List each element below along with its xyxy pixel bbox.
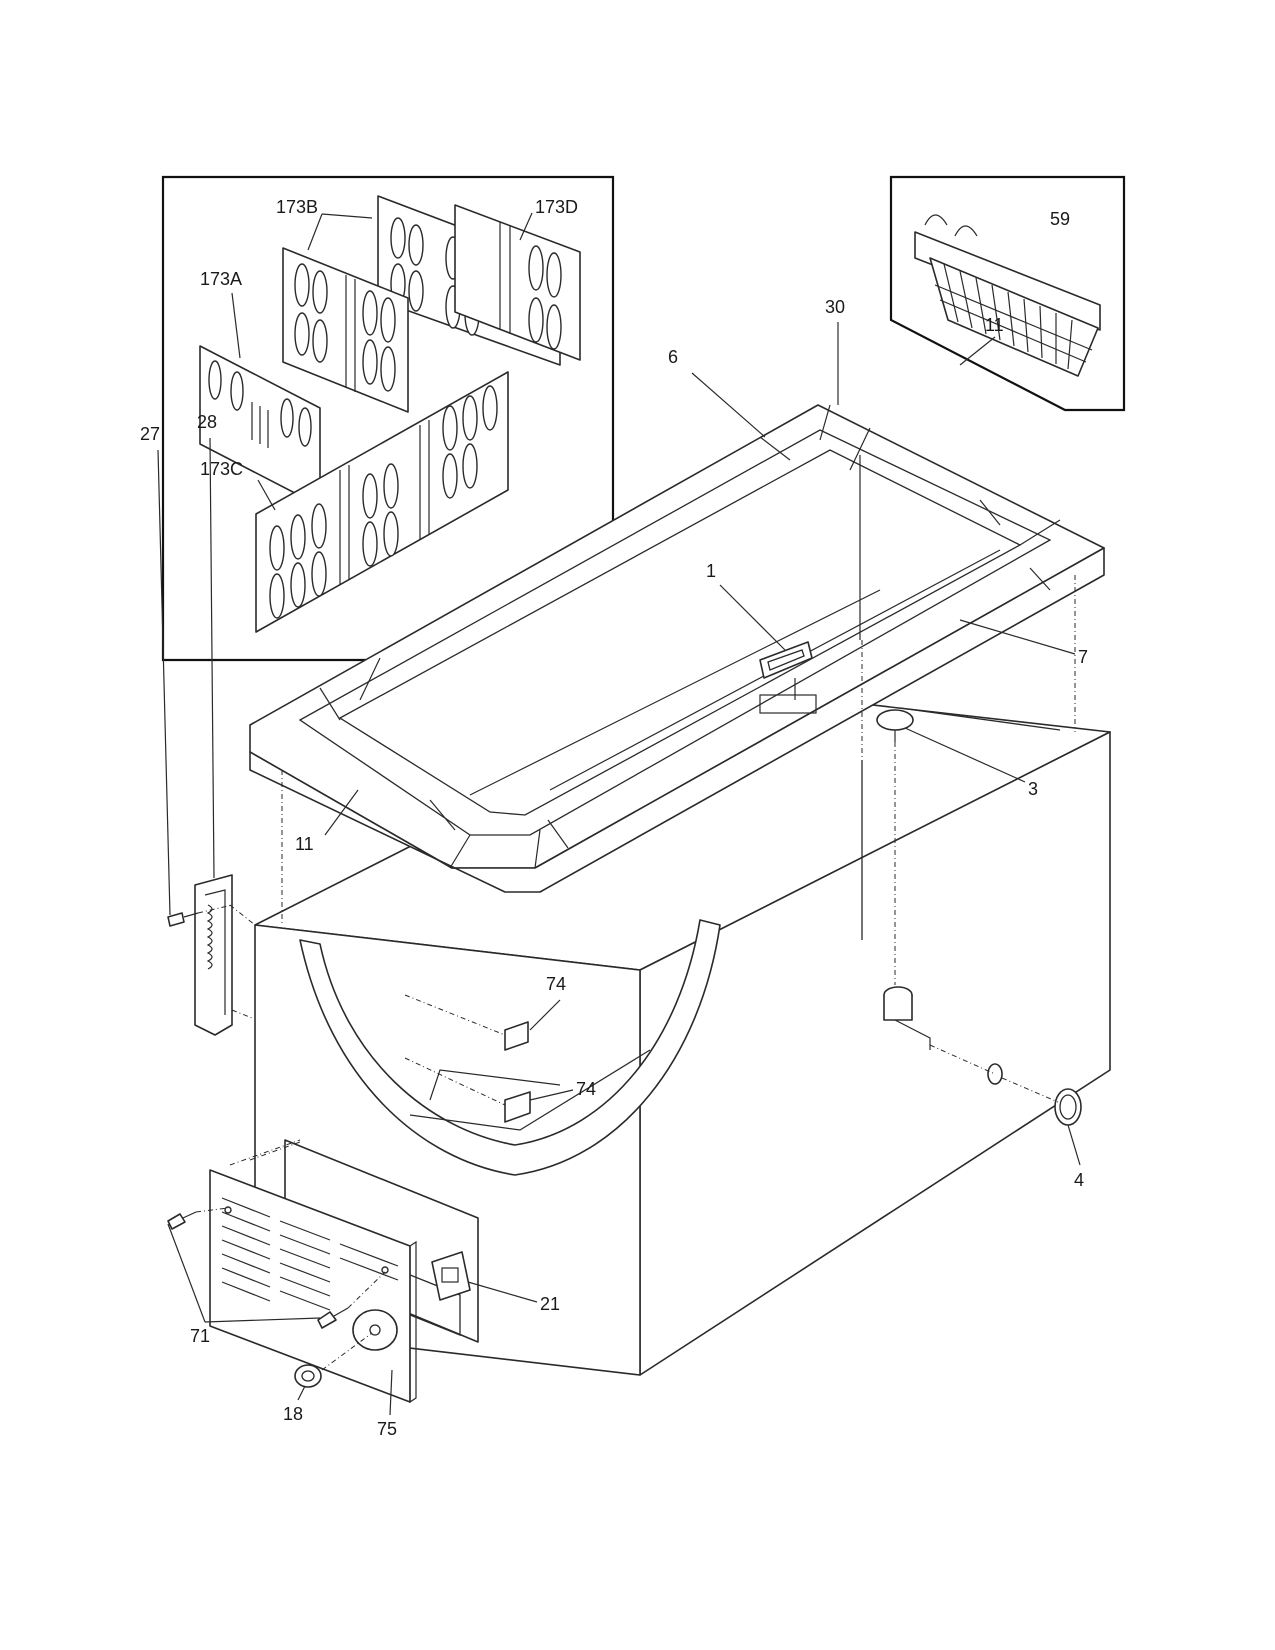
cabinet-cutaway xyxy=(299,919,721,1176)
grille-plug xyxy=(294,1364,322,1388)
callout-28: 28 xyxy=(197,412,217,432)
callout-1: 1 xyxy=(706,561,716,581)
callout-21: 21 xyxy=(540,1294,560,1314)
leader-173d xyxy=(519,212,533,241)
hinge-clip-upper xyxy=(504,1021,529,1051)
callout-30: 30 xyxy=(825,297,845,317)
thermostat-switch xyxy=(431,1251,471,1301)
hinge-clip-lower xyxy=(504,1091,531,1123)
callout-173d: 173D xyxy=(535,197,578,217)
callout-11-top: 11 xyxy=(985,315,1004,335)
assembly-lines xyxy=(195,575,1076,1371)
callout-4: 4 xyxy=(1074,1170,1084,1190)
divider-173d xyxy=(454,204,581,361)
callout-173a: 173A xyxy=(200,269,242,289)
callout-71: 71 xyxy=(190,1326,210,1346)
grille-screw-right xyxy=(317,1307,349,1329)
hinge-screw xyxy=(167,912,199,927)
divider-173c xyxy=(255,371,509,633)
callout-59: 59 xyxy=(1050,209,1070,229)
drain-fitting xyxy=(883,986,1082,1126)
divider-173a xyxy=(199,345,321,507)
callout-leaders xyxy=(157,322,1081,1416)
lid-hinge xyxy=(194,874,233,1036)
leader-173b xyxy=(307,213,373,251)
leader-173c xyxy=(257,479,276,511)
callout-74-lower: 74 xyxy=(576,1079,596,1099)
callout-74-upper: 74 xyxy=(546,974,566,994)
callout-11-bottom: 11 xyxy=(295,834,314,854)
toe-grille xyxy=(209,1169,417,1404)
grille-screw-left xyxy=(167,1211,197,1230)
callout-75: 75 xyxy=(377,1419,397,1439)
callout-27: 27 xyxy=(140,424,160,444)
leader-173a xyxy=(231,292,241,359)
callout-173c: 173C xyxy=(200,459,243,479)
lid-gasket-frame xyxy=(249,404,1105,893)
drain-plug-cap xyxy=(876,709,914,742)
callout-3: 3 xyxy=(1028,779,1038,799)
callout-173b: 173B xyxy=(276,197,318,217)
storage-basket xyxy=(914,214,1101,377)
freezer-cabinet xyxy=(254,687,1111,1376)
callout-7: 7 xyxy=(1078,647,1088,667)
callout-6: 6 xyxy=(668,347,678,367)
callout-18: 18 xyxy=(283,1404,303,1424)
divider-inset: 173B 173D 173A 173C xyxy=(161,175,615,662)
divider-173b-front xyxy=(282,247,409,413)
basket-inset: 59 xyxy=(889,175,1126,412)
lid-lock-handle xyxy=(759,641,817,714)
